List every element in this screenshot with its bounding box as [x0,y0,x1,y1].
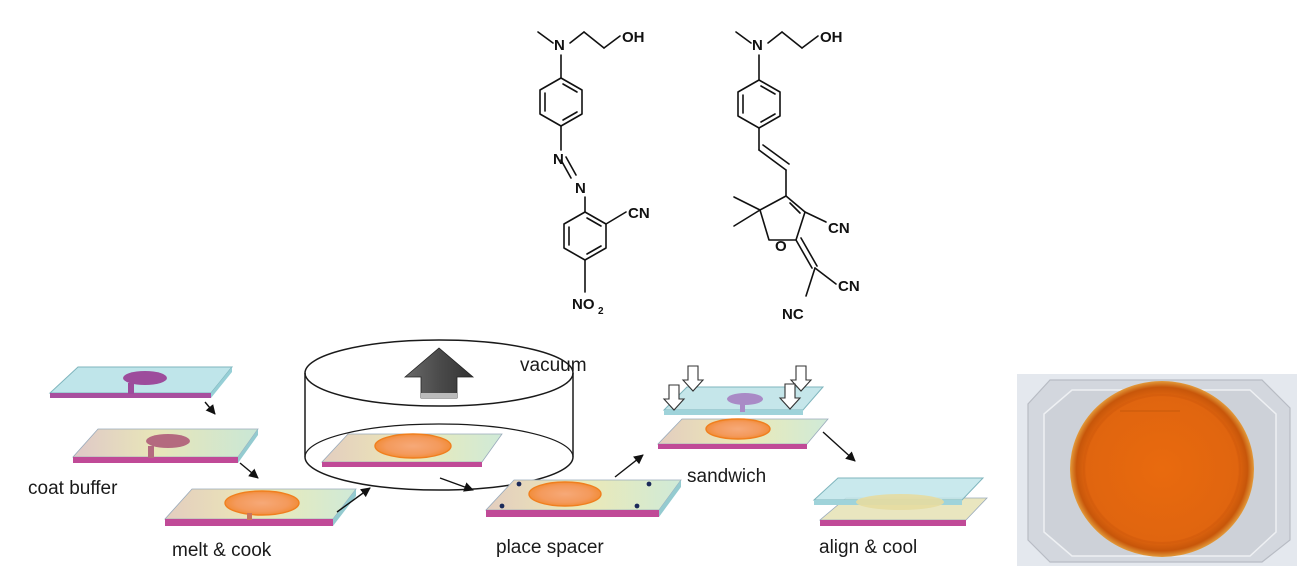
nitrile-label: CN [628,205,650,222]
hydroxyl-label: OH [622,29,645,46]
amine-n-label: N [554,37,565,54]
ring-oxygen-label: O [775,238,787,255]
spacer-dot [499,503,505,509]
slide-coated-buffer [72,428,259,463]
spacer-dot [516,481,522,487]
spacer-dot [634,503,640,509]
vacuum-arrow-icon [403,347,475,399]
step-label-sandwich: sandwich [687,466,766,487]
aligned-cooled-device [812,477,988,526]
nitro-subscript: 2 [598,306,604,317]
molecule-azo-dye: N OH N N CN NO 2 [537,29,650,317]
molecule-tcf-chromophore: N OH CN O CN NC [733,29,860,323]
nitro-label: NO [572,296,595,313]
slide-with-spacers [485,479,682,517]
press-arrow-icon [662,365,813,411]
step-label-align-cool: align & cool [819,537,917,558]
step-label-vacuum: vacuum [520,355,587,376]
amine-n-label: N [752,37,763,54]
azo-n2-label: N [575,180,586,197]
hydroxyl-label: OH [820,29,843,46]
sandwich-assembly [657,365,829,449]
vacuum-chamber [304,339,574,491]
azo-n1-label: N [553,151,564,168]
upper-nitrile-label: CN [838,278,860,295]
slide-electrode [48,366,234,398]
spacer-dot [646,481,652,487]
step-label-melt-cook: melt & cook [172,540,272,561]
lower-nitrile-label: NC [782,306,804,323]
device-photo [1017,374,1297,566]
ring-nitrile-label: CN [828,220,850,237]
step-label-place-spacer: place spacer [496,537,604,558]
step-label-coat-buffer: coat buffer [28,478,118,499]
slide-melted-film [164,488,357,526]
